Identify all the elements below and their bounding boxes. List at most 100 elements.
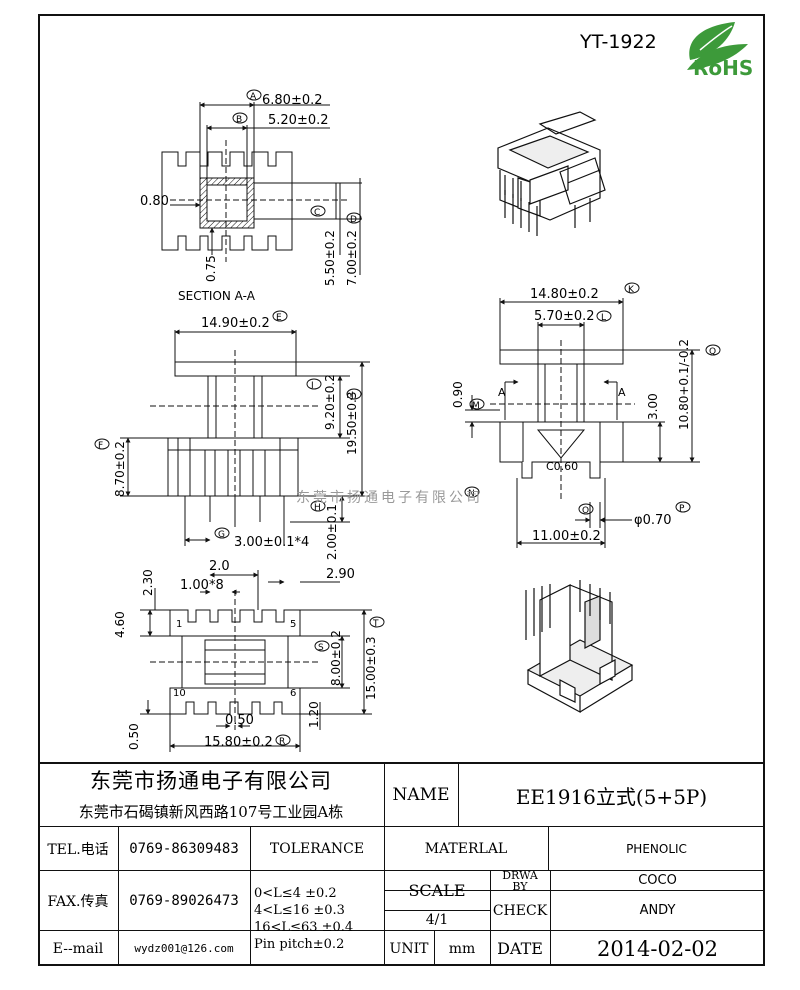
dim-j: 19.50±0.3 [345,392,359,456]
svg-text:K: K [628,285,635,295]
technical-drawing: YT-1922 RoHS 6.80±0.2 5.20±0.2 0.80 0.75… [94,22,753,752]
svg-text:B: B [236,115,242,125]
scale-value: 4/1 [425,912,449,928]
callout-p: P [675,501,691,514]
dim-s: 8.00±0.2 [329,630,343,686]
svg-text:N: N [468,489,475,499]
tb-vline-4 [250,826,251,966]
email-value: wydz001@126.com [134,942,234,955]
callout-q: Q [705,344,721,357]
dim-m: 0.90 [451,381,465,408]
iso-view-top [497,111,606,236]
callout-i: I [306,378,322,391]
title-block: 东莞市扬通电子有限公司 东莞市石碣镇新风西路107号工业园A栋 NAME EE1… [38,762,765,966]
dim-h: 2.00±0.1 [325,504,339,560]
callout-c: C [310,205,326,218]
callout-n: N [464,486,480,499]
svg-text:H: H [314,503,321,513]
iso-view-bottom [525,580,634,714]
dim-700: 7.00±0.2 [345,230,359,286]
dim-460: 4.60 [113,611,127,638]
section-label: SECTION A-A [178,289,256,303]
tolerance-row-4: Pin pitch±0.2 [254,936,345,952]
callout-d: D [346,212,362,225]
section-a-left: A [498,386,506,399]
date-value: 2014-02-02 [596,936,719,961]
svg-text:D: D [350,215,357,225]
unit-label: UNIT [389,940,429,957]
unit-value: mm [448,940,476,957]
tb-vline-1 [384,762,385,966]
product-name: EE1916立式(5+5P) [515,784,708,809]
dim-f: 8.70±0.2 [113,441,127,497]
drawn-by-label: DRWA BY [490,870,550,892]
callout-g: G [214,527,230,540]
callout-b: B [232,112,248,125]
dim-t: 15.00±0.3 [364,637,378,701]
dim-c060: C0.60 [546,460,578,473]
svg-text:T: T [372,619,379,629]
rohs-text: RoHS [693,56,753,80]
material-value: PHENOLIC [626,841,687,856]
tb-line-1 [38,826,765,827]
dim-20: 2.0 [209,559,230,574]
dim-q: 10.80+0.1/-0.2 [677,339,691,430]
svg-text:P: P [679,504,685,514]
dim-050b: 0.50 [127,723,141,750]
rohs-logo: RoHS [687,22,753,80]
tb-line-5 [384,910,490,911]
callout-l: L [596,310,612,323]
material-label: MATERLAL [424,840,508,857]
email-label: E--mail [52,940,104,957]
svg-text:J: J [350,391,354,401]
svg-text:C: C [314,208,320,218]
svg-text:I: I [311,381,314,391]
tb-line-3 [38,930,765,931]
tolerance-row-3: 16<L≤63 ±0.4 [254,919,354,935]
name-label: NAME [392,785,450,805]
dim-p: φ0.70 [634,513,672,528]
dim-300: 3.00 [646,393,660,420]
tel-value: 0769-86309483 [129,840,239,857]
svg-text:A: A [250,92,257,102]
tb-vline-5 [548,826,549,870]
side-view [465,298,700,548]
drawn-by-value: COCO [638,873,677,888]
dim-100x8: 1.00*8 [180,578,224,593]
dim-b: 5.20±0.2 [268,113,329,128]
fax-label: FAX.传真 [47,893,109,910]
front-view [120,329,370,546]
section-view [161,102,362,275]
callout-e: E [272,310,288,323]
callout-s: S [314,640,330,653]
tb-line-4 [384,890,765,891]
dim-k: 14.80±0.2 [530,287,599,302]
drawing-frame [38,14,765,966]
callout-h: H [310,500,326,513]
dim-i: 9.20±0.2 [323,374,337,430]
pin-5-label: 5 [290,619,296,630]
dim-e: 14.90±0.2 [201,316,270,331]
company-name: 东莞市扬通电子有限公司 [90,769,332,793]
check-label: CHECK [492,902,548,919]
dim-g: 3.00±0.1*4 [234,535,309,550]
tb-line-top [38,762,765,764]
dim-r: 15.80±0.2 [204,735,273,750]
tolerance-row-2: 4<L≤16 ±0.3 [254,902,345,918]
pin-1-label: 1 [176,619,182,630]
part-number: YT-1922 [579,31,657,53]
dim-230: 2.30 [141,569,155,596]
svg-text:Q: Q [709,347,716,357]
svg-text:R: R [279,737,285,747]
checked-by-value: ANDY [639,903,676,918]
bottom-view [140,570,372,752]
date-label: DATE [497,939,543,958]
callout-t: T [369,616,385,629]
tb-vline-2 [458,762,459,826]
dim-a: 6.80±0.2 [262,93,323,108]
callout-o: O [578,503,594,516]
callout-j: J [346,388,362,401]
dim-o: 11.00±0.2 [532,529,601,544]
callout-k: K [624,282,640,295]
dim-550: 5.50±0.2 [323,230,337,286]
